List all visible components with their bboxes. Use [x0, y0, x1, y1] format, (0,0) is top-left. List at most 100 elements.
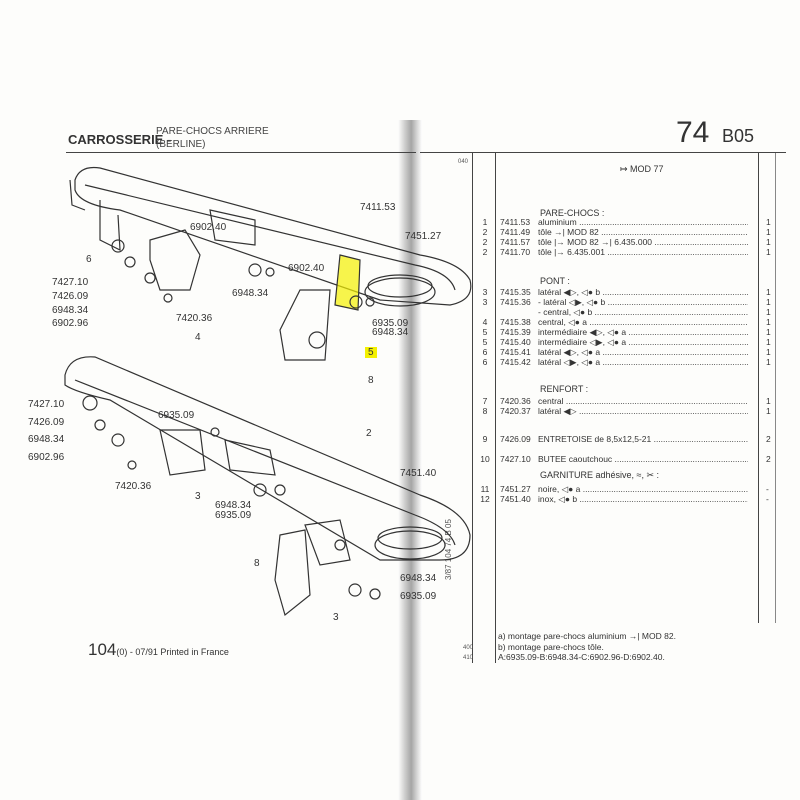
small-code: 040	[458, 159, 469, 165]
part-description: aluminium	[538, 217, 748, 227]
part-ref: 2	[482, 227, 488, 237]
callout-label: 6935.09	[158, 410, 195, 421]
part-ref: 8	[482, 406, 488, 416]
footer: 104(0) - 07/91 Printed in France	[88, 640, 229, 660]
part-quantity: 1	[766, 237, 771, 247]
section-renfort: RENFORT :	[540, 384, 589, 394]
part-code: 7415.38	[500, 317, 531, 327]
part-ref: 5	[482, 327, 488, 337]
margin-410: 410	[463, 655, 474, 661]
subtitle-line1: PARE-CHOCS ARRIERE	[156, 126, 269, 137]
part-quantity: 1	[766, 347, 771, 357]
callout-label: 2	[366, 428, 372, 439]
column-rule	[495, 153, 496, 663]
part-quantity: 1	[766, 297, 771, 307]
section-title: CARROSSERIE -	[68, 132, 172, 147]
page-code: B05	[722, 126, 755, 146]
part-code: 7451.27	[500, 484, 531, 494]
part-code: 7420.37	[500, 406, 531, 416]
part-quantity: 1	[766, 337, 771, 347]
part-description: central, ◁● a	[538, 317, 748, 328]
callout-label: 8	[254, 558, 260, 569]
upper-bumper-drawing	[69, 166, 472, 361]
callout-label: 6935.09	[215, 510, 252, 521]
callout-label: 7427.10	[28, 399, 65, 410]
callout-label: 6948.34	[52, 305, 89, 316]
part-description: ENTRETOISE de 8,5x12,5-21	[538, 434, 748, 444]
callout-label: 7427.10	[52, 277, 89, 288]
mod-note: ↦ MOD 77	[620, 164, 664, 174]
part-code: 7426.09	[500, 434, 531, 444]
part-code: 7420.36	[500, 396, 531, 406]
part-quantity: 1	[766, 247, 771, 257]
part-code: 7415.36	[500, 297, 531, 307]
note-a: a) montage pare-chocs aluminium →| MOD 8…	[498, 631, 676, 641]
part-quantity: 1	[766, 406, 771, 416]
part-ref: 4	[482, 317, 488, 327]
part-code: 7411.70	[500, 247, 531, 257]
part-ref: 10	[480, 454, 490, 464]
part-description: inox, ◁● b	[538, 494, 748, 505]
part-ref: 6	[482, 357, 488, 367]
part-quantity: 1	[766, 227, 771, 237]
part-quantity: 1	[766, 327, 771, 337]
callout-label: 6902.40	[288, 263, 325, 274]
callout-label: 6902.40	[190, 222, 227, 233]
callout-label: 5	[365, 347, 377, 358]
part-ref: 6	[482, 347, 488, 357]
margin-400: 400	[463, 645, 474, 651]
group-number: 74	[676, 116, 710, 149]
section-pare-chocs: PARE-CHOCS :	[540, 208, 605, 218]
part-code: 7411.53	[500, 217, 531, 227]
callout-label: 6948.34	[400, 573, 437, 584]
part-description: latéral ◀▷, ◁● a	[538, 347, 748, 358]
part-ref: 3	[482, 297, 488, 307]
callout-label: 7411.53	[360, 202, 396, 213]
part-ref: 2	[482, 237, 488, 247]
callout-label: 6948.34	[28, 434, 65, 445]
book-spine-shadow	[398, 120, 422, 800]
column-rule	[472, 153, 473, 663]
part-code: 7415.40	[500, 337, 531, 347]
part-quantity: 1	[766, 287, 771, 297]
part-description: intermédiaire ◀▷, ◁● a	[538, 327, 748, 338]
callout-label: 6948.34	[215, 500, 252, 511]
column-rule	[758, 153, 759, 623]
part-code: 7427.10	[500, 454, 531, 464]
part-description: - latéral ◁▶, ◁● b	[538, 297, 748, 308]
part-quantity: 1	[766, 217, 771, 227]
part-description: noire, ◁● a	[538, 484, 748, 495]
column-rule	[775, 153, 776, 623]
part-quantity: 2	[766, 434, 771, 444]
part-description: latéral ◀▷	[538, 406, 748, 417]
part-row: 8 7420.37 latéral ◀▷ 1	[478, 406, 778, 416]
part-ref: 12	[480, 494, 490, 504]
part-quantity: 1	[766, 307, 771, 317]
part-code: 7415.35	[500, 287, 531, 297]
part-ref: 3	[482, 287, 488, 297]
part-quantity: -	[766, 494, 769, 504]
callout-label: 7420.36	[176, 313, 213, 324]
callout-label: 6935.09	[400, 591, 437, 602]
part-description: BUTEE caoutchouc	[538, 454, 748, 464]
callout-label: 7426.09	[52, 291, 89, 302]
part-code: 7411.57	[500, 237, 531, 247]
footer-suffix: (0)	[116, 647, 128, 657]
callout-label: 7420.36	[115, 481, 152, 492]
callout-label: 6948.34	[232, 288, 269, 299]
part-ref: 2	[482, 247, 488, 257]
part-code: 7415.39	[500, 327, 531, 337]
part-row: 3 7415.36 - latéral ◁▶, ◁● b 1	[478, 297, 778, 307]
callout-label: 7451.40	[400, 468, 437, 479]
callout-label: 8	[368, 375, 374, 386]
note-legend: A:6935.09-B:6948.34-C:6902.96-D:6902.40.	[498, 652, 665, 662]
